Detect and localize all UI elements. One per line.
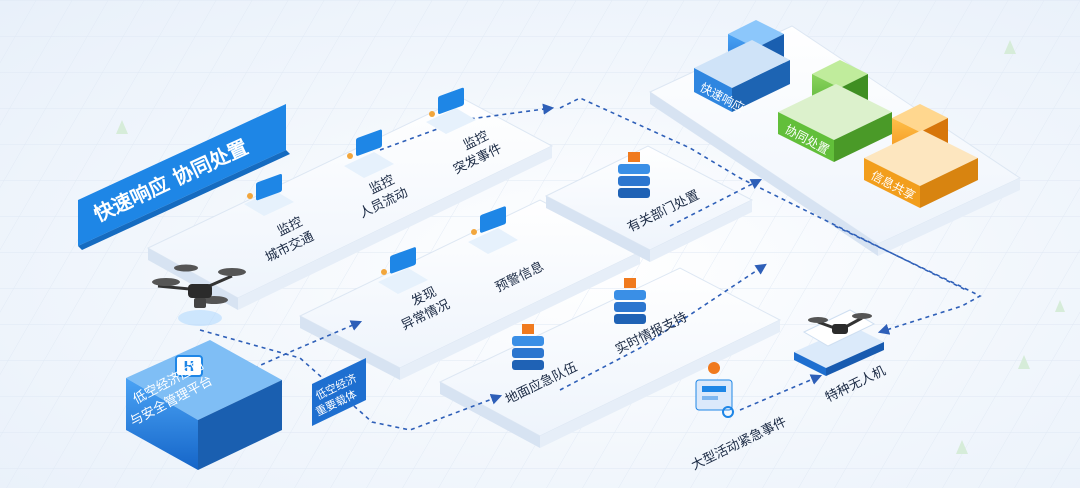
flow-lines xyxy=(199,97,982,431)
event-icon xyxy=(695,362,734,418)
special-drone-icon xyxy=(808,313,872,334)
drone-icon xyxy=(152,264,246,326)
platform-monitoring xyxy=(146,97,554,310)
platform-block: H 低空经济应用 与安全管理平台 xyxy=(126,340,282,470)
screen-icon-anomaly xyxy=(378,247,428,294)
quick-response-box: 快速响应 xyxy=(694,20,790,115)
screen-icon-warning xyxy=(468,206,518,254)
platform-departments xyxy=(544,145,754,262)
screen-icon-people xyxy=(344,129,394,178)
platform-support xyxy=(438,267,782,448)
info-share-box: 信息共享 xyxy=(864,104,978,208)
decor-trees xyxy=(116,40,1065,454)
server-icon-team xyxy=(512,324,544,370)
server-icon-intel xyxy=(614,278,646,324)
screen-icon-events xyxy=(426,87,476,134)
screen-icon-traffic xyxy=(244,173,294,216)
helipad-label: H xyxy=(184,360,195,375)
coop-box: 协同处置 xyxy=(778,60,892,162)
helipad-icon xyxy=(175,355,203,377)
server-icon-departments xyxy=(618,152,650,198)
